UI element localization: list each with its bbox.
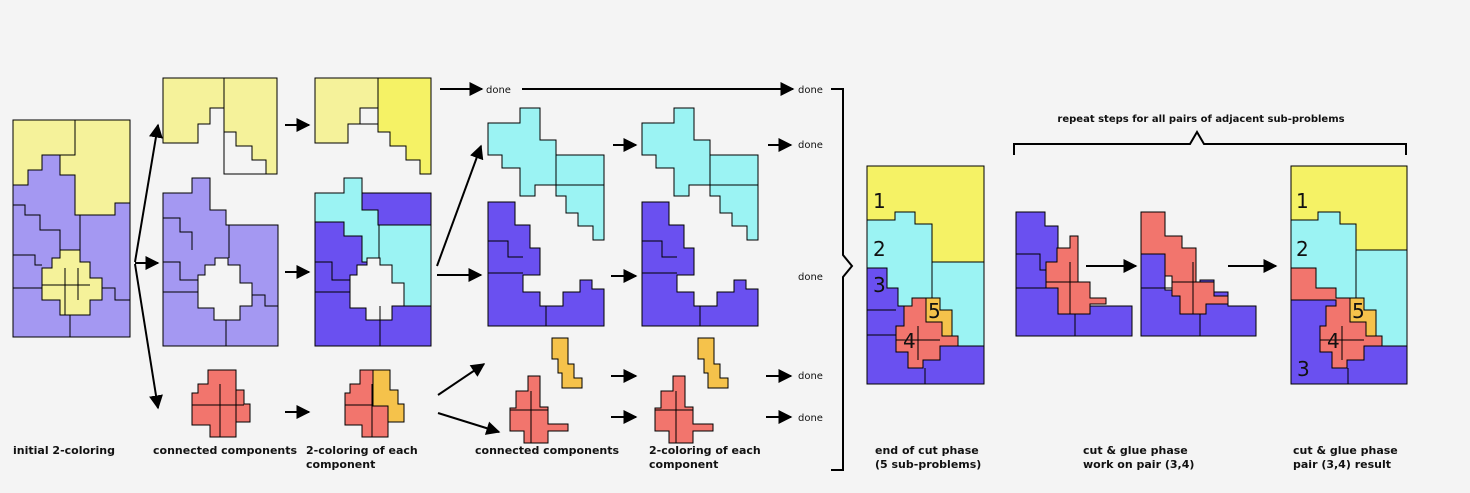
done-label: done xyxy=(798,140,823,151)
caption-line: connected components xyxy=(475,444,620,457)
components-red xyxy=(191,369,251,438)
components-purple xyxy=(162,177,279,347)
components-yellow xyxy=(162,77,278,175)
region-number-2: 2 xyxy=(873,237,886,261)
region-number-1: 1 xyxy=(873,189,886,213)
end-of-cut-panel: 1 2 3 4 5 xyxy=(866,165,985,385)
result-number-2: 2 xyxy=(1296,237,1309,261)
caption-end-of-cut: end of cut phase (5 sub-problems) xyxy=(875,444,981,472)
caption-line: connected components xyxy=(153,444,298,457)
coloring-purple-cyan xyxy=(314,177,432,347)
components2-orange xyxy=(551,337,583,389)
cut-glue-after xyxy=(1140,211,1257,337)
done-label: done xyxy=(798,85,823,96)
cut-glue-before xyxy=(1015,211,1133,337)
components2-red xyxy=(509,375,569,444)
result-number-3: 3 xyxy=(1297,357,1310,381)
caption-line: cut & glue phase xyxy=(1083,444,1188,457)
caption-initial-coloring: initial 2-coloring xyxy=(13,444,115,458)
components2-cyan xyxy=(487,107,605,241)
caption-cut-glue-work: cut & glue phase work on pair (3,4) xyxy=(1083,444,1194,472)
region-number-5: 5 xyxy=(928,299,941,323)
repeat-brace-label: repeat steps for all pairs of adjacent s… xyxy=(1057,114,1344,125)
caption-line: work on pair (3,4) xyxy=(1083,458,1195,471)
result-number-4: 4 xyxy=(1327,329,1340,353)
caption-line: (5 sub-problems) xyxy=(875,458,982,471)
done-label: done xyxy=(798,371,823,382)
coloring2-cyan xyxy=(641,107,759,241)
coloring-red-orange xyxy=(344,369,405,438)
initial-coloring-panel xyxy=(12,119,131,338)
caption-line: 2-coloring of each xyxy=(306,444,418,457)
coloring2-red xyxy=(654,375,714,444)
caption-line: pair (3,4) result xyxy=(1293,458,1391,471)
caption-line: component xyxy=(649,458,719,471)
components2-purple xyxy=(487,201,605,327)
collect-brace xyxy=(831,88,854,471)
arrows xyxy=(134,82,1278,435)
repeat-brace xyxy=(1013,130,1407,155)
caption-line: 2-coloring of each xyxy=(649,444,761,457)
done-label: done xyxy=(798,272,823,283)
coloring2-orange xyxy=(697,337,729,389)
coloring-yellow xyxy=(314,77,432,175)
caption-two-coloring-each: 2-coloring of each component xyxy=(306,444,418,472)
caption-connected-components: connected components xyxy=(153,444,297,458)
region-number-3: 3 xyxy=(873,273,886,297)
result-number-5: 5 xyxy=(1352,299,1365,323)
caption-connected-components-2: connected components xyxy=(475,444,619,458)
result-panel: 1 2 4 5 3 xyxy=(1290,165,1408,385)
caption-line: cut & glue phase xyxy=(1293,444,1398,457)
caption-cut-glue-result: cut & glue phase pair (3,4) result xyxy=(1293,444,1398,472)
caption-line: initial 2-coloring xyxy=(13,444,115,457)
done-label: done xyxy=(486,85,511,96)
region-number-4: 4 xyxy=(903,329,916,353)
result-number-1: 1 xyxy=(1296,189,1309,213)
caption-line: end of cut phase xyxy=(875,444,979,457)
done-label: done xyxy=(798,413,823,424)
caption-two-coloring-each-2: 2-coloring of each component xyxy=(649,444,761,472)
caption-line: component xyxy=(306,458,376,471)
coloring2-purple xyxy=(641,201,759,327)
